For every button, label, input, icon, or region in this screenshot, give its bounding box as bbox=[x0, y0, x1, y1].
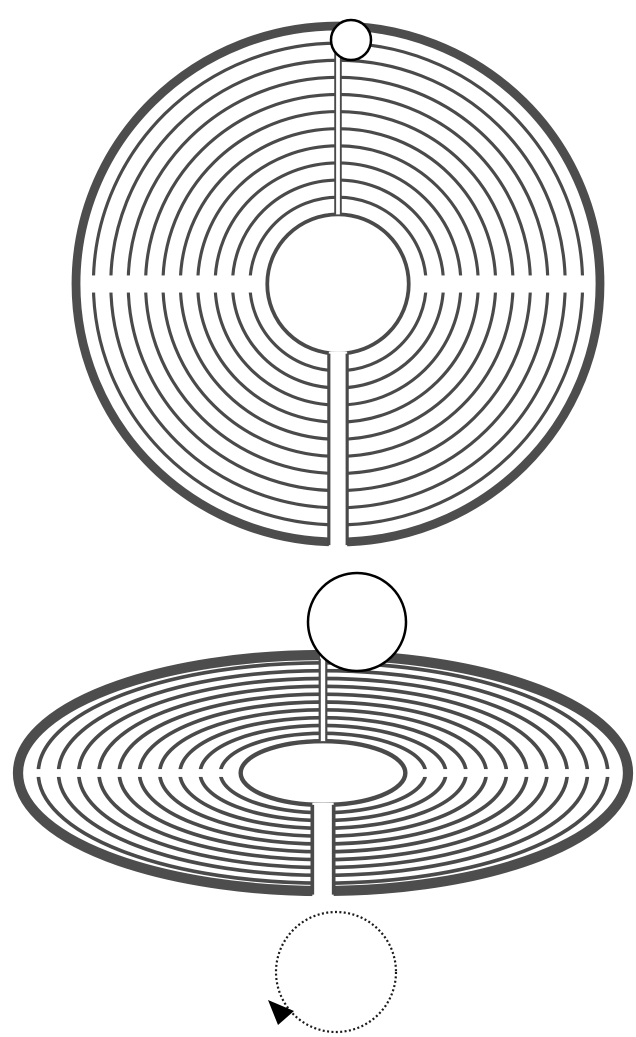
bottom-turn-gap bbox=[216, 769, 225, 777]
top-turn-gap bbox=[211, 275, 219, 292]
bottom-turn-gap bbox=[54, 769, 63, 777]
top-turn-gap bbox=[194, 275, 202, 292]
top-view-labyrinth bbox=[76, 26, 600, 549]
perspective-circle-marker-icon bbox=[308, 573, 406, 671]
rotation-indicator bbox=[268, 912, 396, 1032]
rotation-arrow-icon bbox=[268, 1000, 294, 1025]
top-center bbox=[267, 214, 408, 353]
bottom-turn-gap bbox=[563, 769, 572, 777]
top-entrance-path bbox=[329, 352, 347, 550]
bottom-center bbox=[241, 741, 406, 805]
bottom-turn-gap bbox=[196, 769, 205, 777]
top-turn-gap bbox=[509, 275, 517, 292]
top-turn-gap bbox=[142, 275, 150, 292]
top-turn-gap bbox=[475, 275, 483, 292]
top-turn-gap bbox=[579, 275, 587, 292]
top-turn-gap bbox=[246, 275, 254, 292]
top-turn-gap bbox=[229, 275, 237, 292]
bottom-turn-gap bbox=[583, 769, 592, 777]
top-turn-gap bbox=[561, 275, 569, 292]
top-turn-gap bbox=[90, 275, 98, 292]
bottom-turn-gap bbox=[95, 769, 104, 777]
top-circle-marker-icon bbox=[331, 20, 371, 60]
top-turn-gap bbox=[177, 275, 185, 292]
top-turn-gap bbox=[527, 275, 535, 292]
top-turn-gap bbox=[544, 275, 552, 292]
bottom-turn-gap bbox=[482, 769, 491, 777]
perspective-view-labyrinth bbox=[18, 655, 628, 900]
bottom-turn-gap bbox=[34, 769, 43, 777]
bottom-entrance-path bbox=[312, 803, 333, 900]
top-turn-gap bbox=[492, 275, 500, 292]
top-turn-gap bbox=[124, 275, 132, 292]
bottom-turn-gap bbox=[74, 769, 83, 777]
bottom-turn-gap bbox=[543, 769, 552, 777]
top-turn-gap bbox=[422, 275, 430, 292]
bottom-turn-gap bbox=[115, 769, 124, 777]
dotted-rotation-path bbox=[276, 912, 396, 1032]
bottom-turn-gap bbox=[155, 769, 164, 777]
bottom-turn-gap bbox=[421, 769, 430, 777]
bottom-turn-gap bbox=[603, 769, 612, 777]
top-turn-gap bbox=[159, 275, 167, 292]
top-turn-gap bbox=[440, 275, 448, 292]
bottom-turn-gap bbox=[502, 769, 511, 777]
bottom-turn-gap bbox=[522, 769, 531, 777]
bottom-turn-gap bbox=[135, 769, 144, 777]
bottom-turn-gap bbox=[176, 769, 185, 777]
top-turn-gap bbox=[457, 275, 465, 292]
bottom-turn-gap bbox=[462, 769, 471, 777]
bottom-turn-gap bbox=[441, 769, 450, 777]
top-turn-gap bbox=[107, 275, 115, 292]
